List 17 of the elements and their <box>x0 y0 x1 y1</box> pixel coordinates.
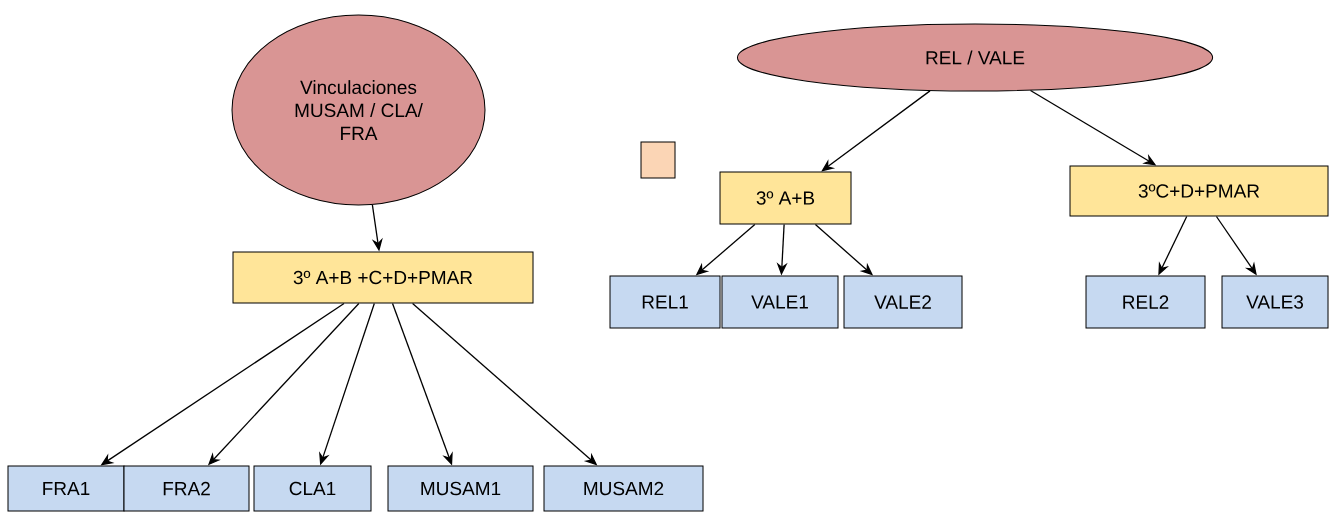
leaf-box: FRA2 <box>123 465 250 512</box>
empty-box <box>640 141 676 179</box>
process-box: 3º A+B +C+D+PMAR <box>232 251 534 304</box>
leaf-box: FRA1 <box>7 465 125 512</box>
process-box: 3ºC+D+PMAR <box>1069 165 1329 217</box>
leaf-box: MUSAM2 <box>543 465 704 512</box>
process-box: 3º A+B <box>719 171 852 225</box>
leaf-box: REL2 <box>1085 275 1206 329</box>
arrow <box>821 90 931 172</box>
leaf-box: VALE1 <box>721 275 839 329</box>
leaf-box: VALE2 <box>843 275 963 329</box>
leaf-box: VALE3 <box>1221 275 1329 329</box>
ellipse-node: REL / VALE <box>736 23 1214 92</box>
leaf-box: CLA1 <box>253 465 372 512</box>
leaf-box: MUSAM1 <box>387 465 534 512</box>
ellipse-node: Vinculaciones MUSAM / CLA/ FRA <box>231 14 486 206</box>
leaf-box: REL1 <box>609 275 721 329</box>
